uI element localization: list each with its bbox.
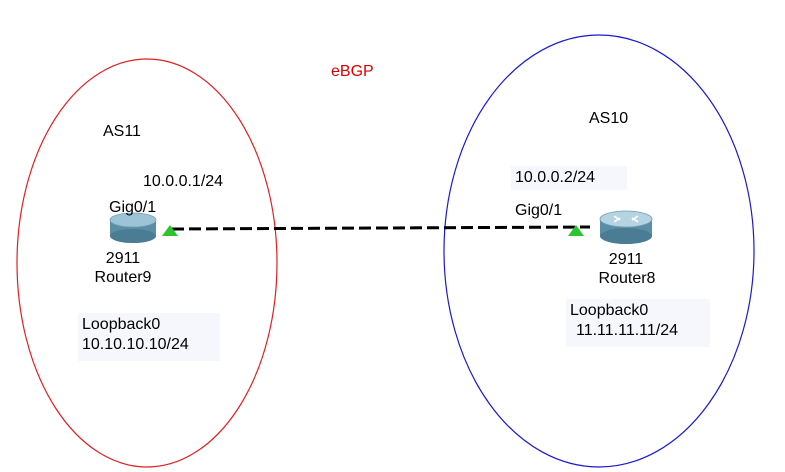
router8-loopback-name: Loopback0 (570, 302, 649, 319)
router8-ip-label: 10.0.0.2/24 (511, 166, 627, 190)
as11-label: AS11 (103, 123, 141, 140)
router9-model-label: 2911 (105, 250, 141, 267)
router9-loopback-ip: 10.10.10.10/24 (82, 336, 189, 353)
as10-label: AS10 (589, 110, 629, 127)
router9-interface-label: Gig0/1 (109, 199, 157, 216)
router8-icon[interactable] (599, 210, 653, 244)
router9-loopback-name: Loopback0 (82, 316, 161, 333)
protocol-label: eBGP (331, 63, 374, 80)
as11-boundary (16, 58, 278, 468)
link-up-triangle-icon-right (568, 225, 584, 236)
as10-boundary (443, 34, 755, 468)
router9-ip-label: 10.0.0.1/24 (143, 173, 224, 190)
router8-model-label: 2911 (608, 251, 644, 268)
router9-name-label: Router9 (94, 269, 152, 286)
router9-icon[interactable] (109, 212, 157, 243)
ebgp-link[interactable] (171, 225, 591, 231)
router8-loopback-ip: 11.11.11.11/24 (576, 322, 679, 339)
router9-loopback-box: Loopback0 10.10.10.10/24 (78, 313, 220, 361)
router8-name-label: Router8 (598, 270, 656, 287)
router8-interface-label: Gig0/1 (515, 202, 563, 219)
router8-loopback-box: Loopback0 11.11.11.11/24 (566, 299, 710, 347)
link-up-triangle-icon-left (162, 225, 178, 236)
